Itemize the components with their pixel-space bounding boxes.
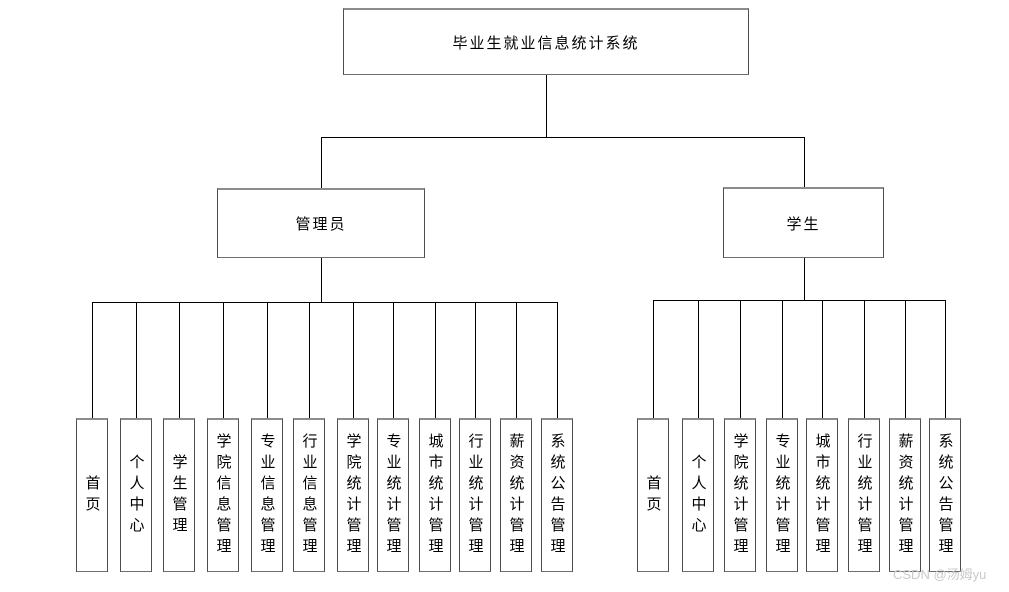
node-leaf-admin-home: 首页 [76,418,108,572]
connector-drop [267,302,268,418]
connector-drop-admin [321,137,322,188]
node-leaf-admin-city-stats-mgmt: 城市统计管理 [419,418,451,572]
node-leaf-admin-college-stats-mgmt: 学院统计管理 [337,418,369,572]
node-leaf-admin-student-mgmt: 学生管理 [163,418,195,572]
node-leaf-student-announcement-mgmt: 系统公告管理 [929,418,961,572]
connector-drop [516,302,517,418]
node-leaf-student-salary-stats-mgmt: 薪资统计管理 [889,418,921,572]
connector-drop-student [804,137,805,187]
node-leaf-admin-industry-stats-mgmt: 行业统计管理 [459,418,491,572]
leaf-label: 学生管理 [170,453,188,538]
connector-student-stem [804,258,805,300]
leaf-label: 行业统计管理 [466,432,484,559]
connector-drop [698,300,699,418]
connector-drop [905,300,906,418]
connector-drop [475,302,476,418]
connector-drop [822,300,823,418]
connector-drop [223,302,224,418]
leaf-label: 行业统计管理 [855,432,873,559]
node-leaf-student-city-stats-mgmt: 城市统计管理 [806,418,838,572]
connector-drop [136,302,137,418]
node-leaf-admin-industry-info-mgmt: 行业信息管理 [293,418,325,572]
connector-drop [864,300,865,418]
connector-drop [435,302,436,418]
leaf-label: 专业信息管理 [258,432,276,559]
node-leaf-admin-major-stats-mgmt: 专业统计管理 [377,418,409,572]
student-label: 学生 [786,215,821,233]
node-leaf-admin-major-info-mgmt: 专业信息管理 [251,418,283,572]
connector-root-rail [321,137,805,138]
connector-drop [393,302,394,418]
leaf-label: 薪资统计管理 [507,432,525,559]
leaf-label: 首页 [83,474,101,517]
connector-drop [782,300,783,418]
connector-drop [945,300,946,418]
connector-drop [653,300,654,418]
node-leaf-student-home: 首页 [637,418,669,572]
connector-drop [309,302,310,418]
connector-drop [557,302,558,418]
leaf-label: 学院统计管理 [344,432,362,559]
leaf-label: 首页 [644,474,662,517]
node-leaf-student-industry-stats-mgmt: 行业统计管理 [848,418,880,572]
connector-drop [353,302,354,418]
node-leaf-student-personal-center: 个人中心 [682,418,714,572]
watermark-text: CSDN @汤姆yu [893,567,987,582]
connector-admin-rail [92,302,558,303]
admin-label: 管理员 [295,216,347,233]
node-leaf-admin-college-info-mgmt: 学院信息管理 [207,418,239,572]
leaf-label: 系统公告管理 [936,432,954,559]
leaf-label: 学院统计管理 [731,432,749,559]
leaf-label: 专业统计管理 [773,432,791,559]
node-leaf-student-major-stats-mgmt: 专业统计管理 [766,418,798,572]
node-student: 学生 [723,187,884,258]
leaf-label: 系统公告管理 [548,432,566,559]
leaf-label: 个人中心 [127,453,145,538]
connector-root-stem [546,75,547,137]
node-leaf-admin-announcement-mgmt: 系统公告管理 [541,418,573,572]
leaf-label: 行业信息管理 [300,432,318,559]
node-leaf-admin-personal-center: 个人中心 [120,418,152,572]
node-admin: 管理员 [217,188,425,258]
leaf-label: 个人中心 [689,453,707,538]
connector-drop [179,302,180,418]
leaf-label: 专业统计管理 [384,432,402,559]
node-leaf-admin-salary-stats-mgmt: 薪资统计管理 [500,418,532,572]
connector-drop [92,302,93,418]
node-root: 毕业生就业信息统计系统 [343,8,749,75]
root-label: 毕业生就业信息统计系统 [452,34,640,52]
connector-admin-stem [321,258,322,302]
connector-student-rail [653,300,945,301]
leaf-label: 学院信息管理 [214,432,232,559]
connector-drop [740,300,741,418]
leaf-label: 城市统计管理 [813,432,831,559]
node-leaf-student-college-stats-mgmt: 学院统计管理 [724,418,756,572]
leaf-label: 城市统计管理 [426,432,444,559]
leaf-label: 薪资统计管理 [896,432,914,559]
